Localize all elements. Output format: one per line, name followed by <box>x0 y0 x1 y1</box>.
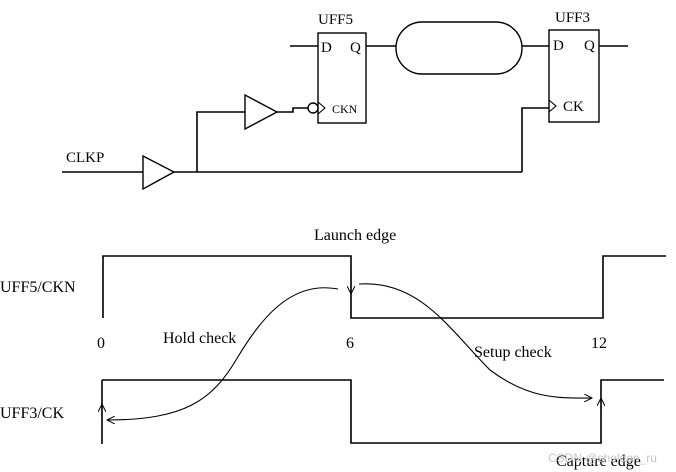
setup-check-label: Setup check <box>474 344 552 361</box>
clock-branch-wire <box>196 111 245 172</box>
uff3-flipflop <box>548 29 600 123</box>
hold-check-arrow <box>107 287 339 420</box>
signal-uff3-ck-label: UFF3/CK <box>0 405 64 422</box>
uff5-ckn-waveform <box>102 255 666 319</box>
uff5-flipflop <box>317 32 367 124</box>
combinational-logic-cloud <box>395 21 523 75</box>
uff5-d-pin: D <box>321 40 332 56</box>
clock-buffer-2-icon <box>244 93 279 131</box>
signal-uff5-ckn-label: UFF5/CKN <box>0 279 76 296</box>
uff5-label: UFF5 <box>318 12 353 28</box>
launch-edge-label: Launch edge <box>314 227 396 244</box>
uff5-clk-pin: CKN <box>332 102 358 116</box>
capture-edge-label: Capture edge <box>556 453 641 470</box>
hold-check-label: Hold check <box>163 330 236 347</box>
uff3-label: UFF3 <box>555 10 590 26</box>
clkp-label: CLKP <box>66 150 104 166</box>
uff3-d-pin: D <box>553 38 564 54</box>
buffer-to-uff5-wire <box>277 107 308 113</box>
tick-0: 0 <box>97 335 105 352</box>
uff3-q-pin: Q <box>584 38 595 54</box>
uff3-clock-edge-marker <box>548 99 557 113</box>
uff5-clock-edge-marker <box>317 101 326 115</box>
uff5-q-pin: Q <box>350 40 361 56</box>
watermark: CSDN @sheldon_ru <box>548 451 657 465</box>
clock-to-uff3-wire <box>521 107 549 172</box>
tick-12: 12 <box>591 335 607 352</box>
uff3-clk-pin: CK <box>563 99 584 115</box>
tick-6: 6 <box>346 335 354 352</box>
uff3-ck-waveform <box>102 379 664 444</box>
timing-waveforms: Launch edge UFF5/CKN 0 6 12 Hold check S… <box>0 227 666 470</box>
clock-buffer-icon <box>142 154 176 191</box>
inverter-bubble-icon <box>307 102 319 114</box>
circuit-schematic: D Q CKN UFF5 D Q CK UFF3 CLKP <box>62 10 628 191</box>
setup-check-arrow <box>358 283 592 398</box>
